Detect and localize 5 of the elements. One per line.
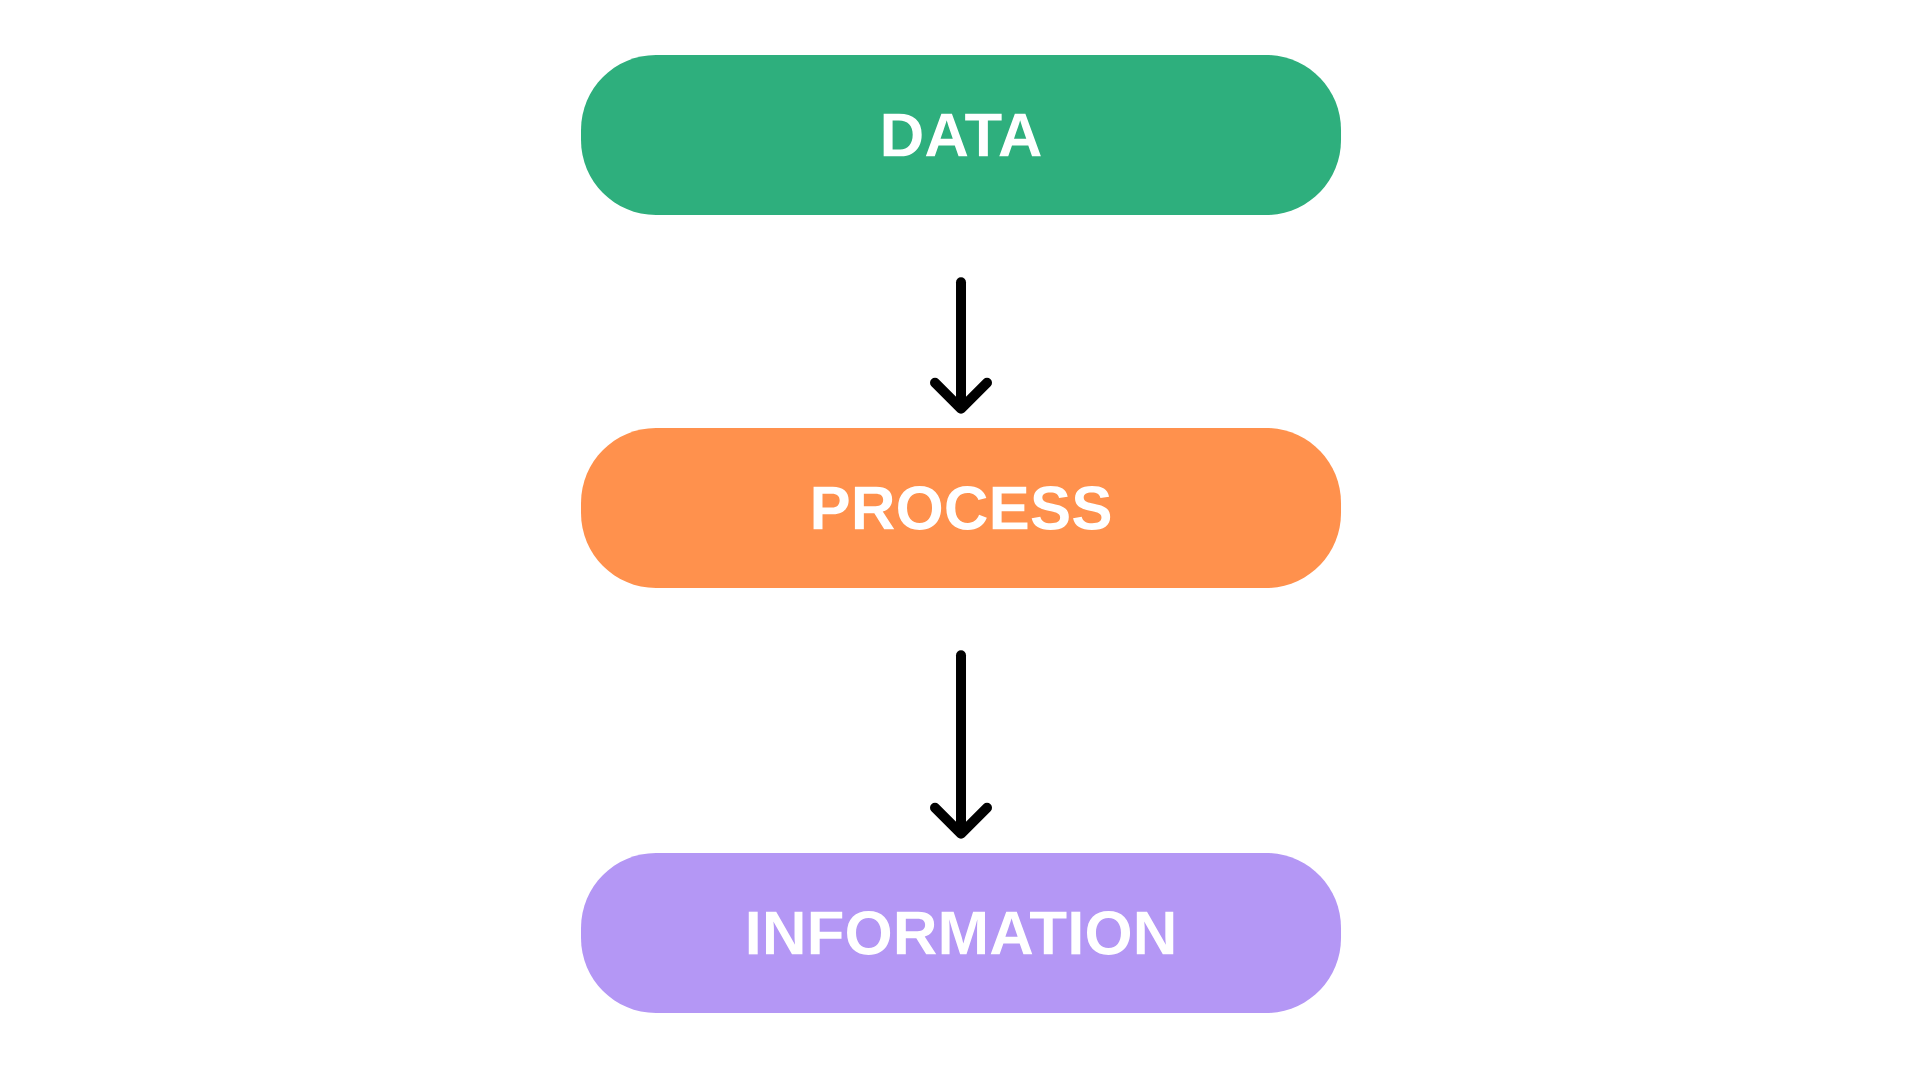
brush-stroke-box: DATA (581, 55, 1341, 215)
arrow (930, 277, 992, 414)
brush-stroke-box: INFORMATION (581, 853, 1341, 1013)
brush-stroke-box: PROCESS (581, 428, 1341, 588)
arrow (930, 650, 992, 839)
